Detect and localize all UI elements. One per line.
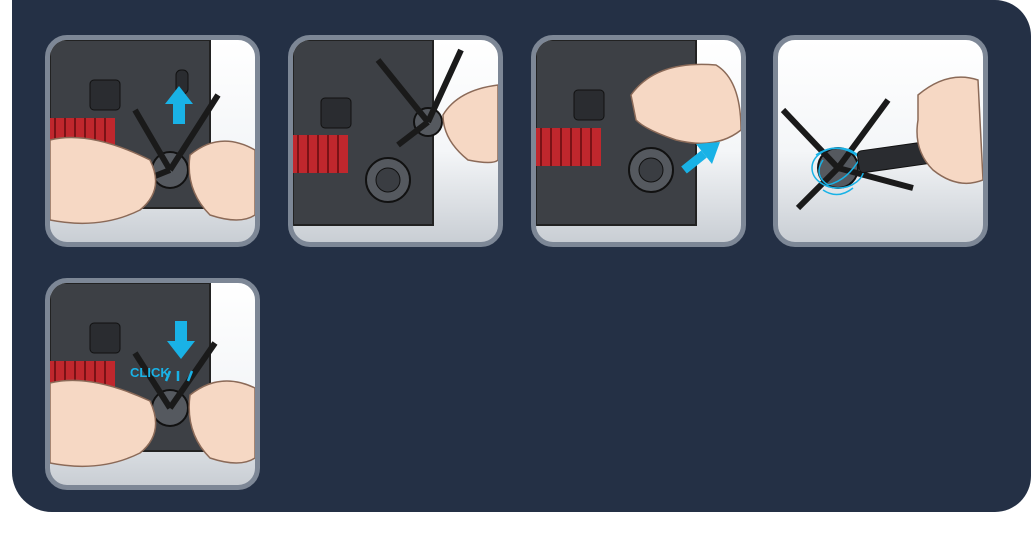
- step-1-illustration: [50, 40, 255, 242]
- step-3-illustration: [536, 40, 741, 242]
- step-1-remove-brush: [45, 35, 260, 247]
- step-3-clean-holder: [531, 35, 746, 247]
- step-4-illustration: [778, 40, 983, 242]
- step-5-reinstall-brush: CLICK: [45, 278, 260, 490]
- step-2-detach-brush: [288, 35, 503, 247]
- step-4-cut-hair: [773, 35, 988, 247]
- panel-pointer-tail: [30, 505, 120, 533]
- step-5-illustration: CLICK: [50, 283, 255, 485]
- step-2-illustration: [293, 40, 498, 242]
- click-label: CLICK: [130, 365, 170, 380]
